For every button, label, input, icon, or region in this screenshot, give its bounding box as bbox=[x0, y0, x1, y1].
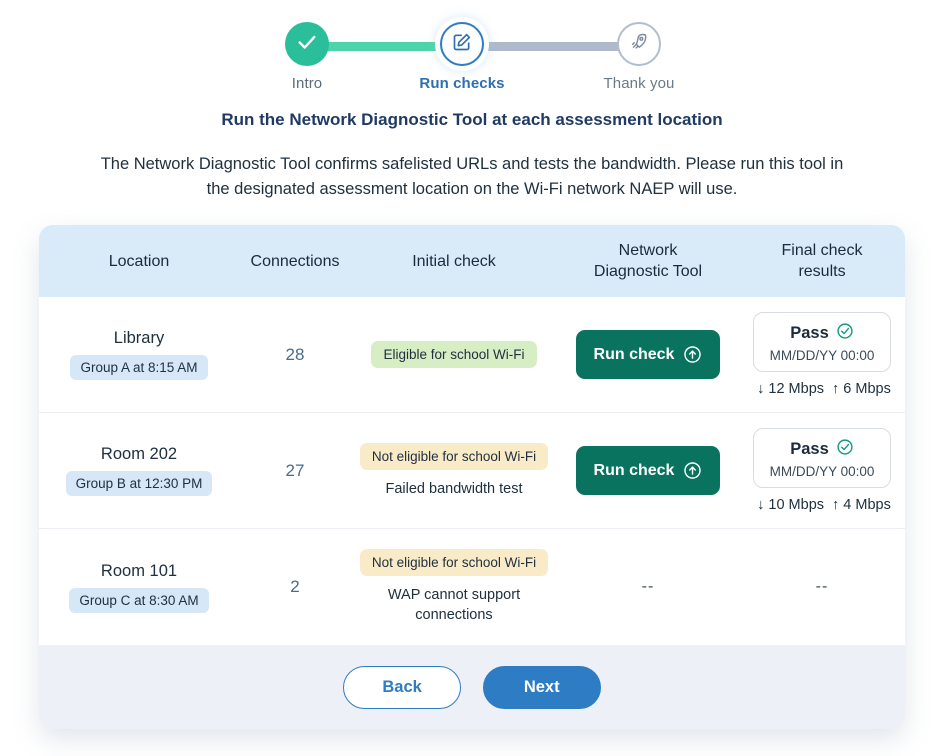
cell-initial-check: Not eligible for school Wi-Fi Failed ban… bbox=[351, 442, 557, 499]
table-row: Room 101 Group C at 8:30 AM 2 Not eligib… bbox=[39, 529, 905, 645]
column-header-connections: Connections bbox=[250, 252, 340, 270]
run-check-label: Run check bbox=[593, 461, 675, 479]
circle-check-icon bbox=[836, 438, 854, 461]
initial-check-badge: Not eligible for school Wi-Fi bbox=[359, 549, 549, 576]
next-button[interactable]: Next bbox=[482, 665, 601, 709]
cell-location: Room 101 Group C at 8:30 AM bbox=[39, 562, 239, 613]
cell-location: Room 202 Group B at 12:30 PM bbox=[39, 445, 239, 496]
check-icon bbox=[296, 31, 318, 58]
upload-speed: 6 Mbps bbox=[843, 381, 891, 397]
run-check-button[interactable]: Run check bbox=[575, 330, 721, 379]
final-result-box: Pass MM/DD/YY 00:00 bbox=[752, 312, 892, 372]
stepper-label-intro: Intro bbox=[291, 75, 323, 92]
stepper-track-upcoming bbox=[484, 42, 639, 51]
cell-connections: 27 bbox=[239, 461, 351, 481]
cell-network-diagnostic-tool: -- bbox=[557, 578, 739, 596]
stepper-step-run-checks[interactable]: Run checks bbox=[417, 22, 507, 92]
final-result-status-row: Pass bbox=[770, 322, 875, 345]
final-result-timestamp: MM/DD/YY 00:00 bbox=[769, 348, 875, 363]
final-result-timestamp: MM/DD/YY 00:00 bbox=[769, 464, 875, 479]
cell-network-diagnostic-tool: Run check bbox=[557, 330, 739, 379]
initial-check-note: WAP cannot support connections bbox=[387, 587, 521, 623]
initial-check-note: Failed bandwidth test bbox=[385, 480, 523, 497]
column-header-final-line1: Final check bbox=[781, 242, 863, 259]
arrow-up-circle-icon bbox=[683, 345, 702, 364]
cell-initial-check: Eligible for school Wi-Fi bbox=[351, 341, 557, 368]
column-header-network-diagnostic-tool: Network Diagnostic Tool bbox=[557, 240, 739, 282]
card-footer: Back Next bbox=[39, 645, 905, 729]
location-name: Room 202 bbox=[100, 445, 178, 463]
stepper-step-intro[interactable]: Intro bbox=[262, 22, 352, 92]
pencil-square-icon bbox=[452, 32, 472, 57]
column-header-initial-check: Initial check bbox=[412, 252, 496, 270]
download-arrow-icon: ↓ bbox=[757, 381, 765, 397]
locations-card: Location Connections Initial check Netwo… bbox=[39, 225, 905, 729]
column-header-ndt-line1: Network bbox=[618, 242, 678, 259]
cell-final-check-results: Pass MM/DD/YY 00:00 ↓12 Mbps ↑6 Mbps bbox=[739, 312, 905, 397]
column-header-ndt-line2: Diagnostic Tool bbox=[593, 263, 703, 280]
final-result-empty-value: -- bbox=[815, 578, 829, 595]
table-header-row: Location Connections Initial check Netwo… bbox=[39, 225, 905, 297]
ndt-empty-value: -- bbox=[641, 578, 655, 595]
stepper-label-run-checks: Run checks bbox=[419, 75, 505, 92]
location-group-badge: Group B at 12:30 PM bbox=[65, 471, 213, 496]
locations-table: Location Connections Initial check Netwo… bbox=[39, 225, 905, 645]
page-title: Run the Network Diagnostic Tool at each … bbox=[221, 110, 723, 129]
final-result-box: Pass MM/DD/YY 00:00 bbox=[752, 428, 892, 488]
progress-stepper: Intro Run checks bbox=[262, 22, 682, 94]
location-group-badge: Group A at 8:15 AM bbox=[70, 355, 208, 380]
cell-final-check-results: -- bbox=[739, 578, 905, 596]
upload-arrow-icon: ↑ bbox=[832, 381, 840, 397]
table-body: Library Group A at 8:15 AM 28 Eligible f… bbox=[39, 297, 905, 645]
location-name: Room 101 bbox=[100, 561, 178, 580]
rocket-icon bbox=[629, 32, 649, 57]
cell-final-check-results: Pass MM/DD/YY 00:00 ↓10 Mbps ↑4 Mbps bbox=[739, 428, 905, 513]
bandwidth-speeds: ↓12 Mbps ↑6 Mbps bbox=[745, 381, 899, 397]
page-intro-text: The Network Diagnostic Tool confirms saf… bbox=[100, 155, 844, 198]
circle-check-icon bbox=[836, 322, 854, 345]
final-result-status-row: Pass bbox=[770, 438, 875, 461]
table-row: Room 202 Group B at 12:30 PM 27 Not elig… bbox=[39, 413, 905, 529]
location-group-badge: Group C at 8:30 AM bbox=[69, 587, 209, 613]
column-header-final-check-results: Final check results bbox=[739, 240, 905, 282]
upload-speed: 4 Mbps bbox=[843, 497, 891, 513]
cell-connections: 2 bbox=[239, 577, 351, 597]
run-check-button[interactable]: Run check bbox=[575, 446, 721, 495]
table-row: Library Group A at 8:15 AM 28 Eligible f… bbox=[39, 297, 905, 413]
stepper-track-completed bbox=[306, 42, 461, 51]
location-name: Library bbox=[113, 329, 165, 347]
cell-location: Library Group A at 8:15 AM bbox=[39, 329, 239, 380]
download-arrow-icon: ↓ bbox=[757, 497, 765, 513]
column-header-final-line2: results bbox=[798, 263, 846, 280]
download-speed: 12 Mbps bbox=[768, 381, 825, 397]
cell-connections: 28 bbox=[239, 345, 351, 365]
initial-check-badge: Eligible for school Wi-Fi bbox=[371, 341, 537, 368]
connections-count: 2 bbox=[290, 577, 300, 596]
upload-arrow-icon: ↑ bbox=[832, 497, 840, 513]
cell-network-diagnostic-tool: Run check bbox=[557, 446, 739, 495]
stepper-circle-run-checks bbox=[440, 22, 484, 66]
connections-count: 27 bbox=[285, 460, 305, 480]
arrow-up-circle-icon bbox=[683, 461, 702, 480]
stepper-step-thank-you[interactable]: Thank you bbox=[594, 22, 684, 92]
column-header-location: Location bbox=[108, 252, 170, 270]
download-speed: 10 Mbps bbox=[768, 497, 825, 513]
initial-check-badge: Not eligible for school Wi-Fi bbox=[359, 442, 549, 470]
connections-count: 28 bbox=[285, 344, 305, 364]
final-result-status: Pass bbox=[790, 324, 829, 342]
stepper-label-thank-you: Thank you bbox=[603, 75, 675, 92]
run-check-label: Run check bbox=[593, 345, 675, 363]
stepper-circle-intro bbox=[285, 22, 329, 66]
back-button[interactable]: Back bbox=[343, 665, 461, 709]
cell-initial-check: Not eligible for school Wi-Fi WAP cannot… bbox=[351, 549, 557, 625]
stepper-circle-thank-you bbox=[617, 22, 661, 66]
bandwidth-speeds: ↓10 Mbps ↑4 Mbps bbox=[745, 497, 899, 513]
final-result-status: Pass bbox=[790, 440, 829, 458]
